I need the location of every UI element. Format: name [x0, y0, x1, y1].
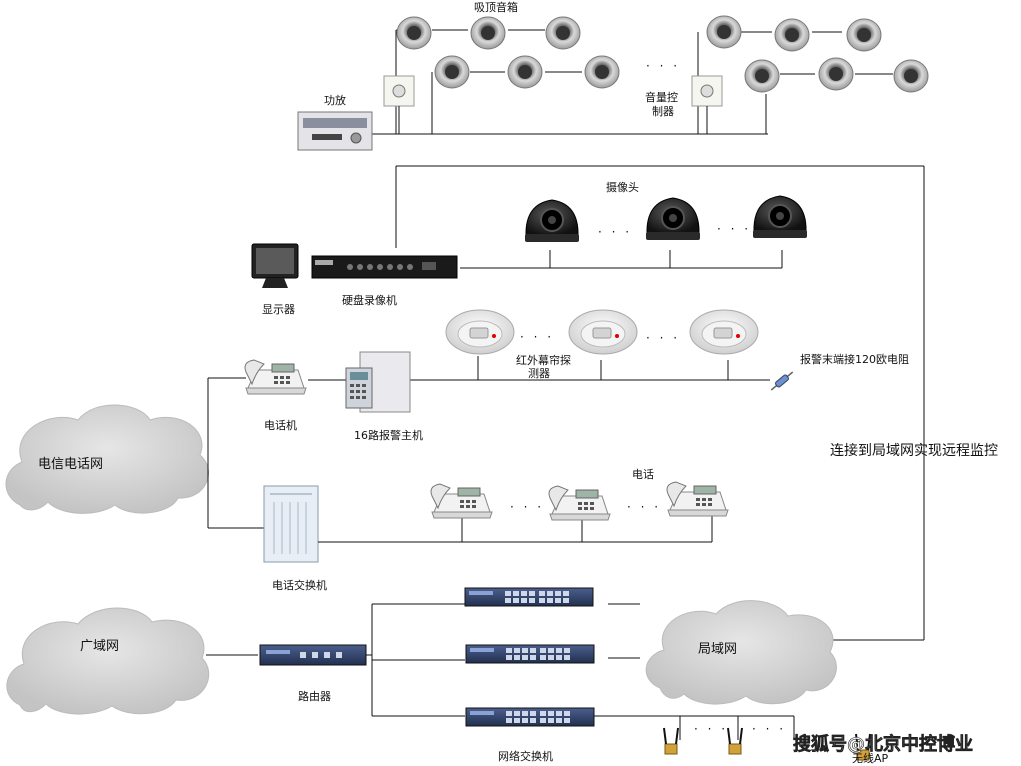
dome-camera [524, 199, 580, 243]
infrared-detector-label-2: 测器 [528, 367, 550, 380]
dome-camera [645, 197, 701, 241]
pstn-label: 电信电话网 [38, 457, 103, 472]
wan-cloud [6, 607, 210, 715]
ceiling-speaker [434, 55, 470, 89]
pbx [263, 485, 319, 563]
ceiling-speaker [584, 55, 620, 89]
ceiling-speaker [818, 57, 854, 91]
ellipsis: · · · [598, 225, 632, 239]
dome-camera [752, 195, 808, 239]
telephone-label: 电话机 [264, 418, 297, 432]
ceiling-speaker [706, 15, 742, 49]
dvr [311, 255, 458, 279]
infrared-detector [568, 309, 638, 355]
ellipsis: · · · [627, 500, 661, 514]
lan-cloud [645, 600, 837, 705]
pstn-cloud [5, 404, 209, 514]
end-resistor [770, 371, 794, 391]
telephone-section: 电信电话网 电话交换机 电话 · · · · · · [5, 377, 729, 592]
network-section: 广域网 局域网 路由器 网络交换机 无线AP · · · · · · [6, 587, 889, 765]
pa-section: 吸顶音箱 功放 音量控 制器 · · · [297, 0, 929, 151]
volume-control-label-2: 制器 [652, 105, 674, 118]
infrared-detector-label: 红外幕帘探 [516, 353, 571, 367]
volume-controller [383, 75, 415, 134]
camera-label: 摄像头 [606, 180, 639, 194]
amplifier [297, 111, 373, 151]
ellipsis: · · · [646, 59, 680, 73]
ellipsis: · · · [694, 722, 728, 736]
wan-label: 广域网 [80, 639, 119, 654]
ellipsis: · · · [646, 331, 680, 345]
volume-control-label: 音量控 [645, 90, 678, 104]
alarm-host-label: 16路报警主机 [354, 428, 423, 442]
ellipsis: · · · [510, 500, 544, 514]
network-switch [465, 644, 595, 664]
ceiling-speaker [846, 18, 882, 52]
extension-phone [548, 485, 611, 521]
ellipsis: · · · [717, 222, 751, 236]
end-resistor-label: 报警末端接120欧电阻 [800, 352, 909, 366]
network-switch-label: 网络交换机 [498, 749, 553, 763]
ceiling-speaker [744, 59, 780, 93]
ceiling-speakers-label: 吸顶音箱 [474, 0, 518, 14]
ellipsis: · · · [520, 330, 554, 344]
router [259, 644, 367, 666]
monitor-label: 显示器 [262, 303, 295, 316]
ceiling-speaker [774, 18, 810, 52]
infrared-detector [689, 309, 759, 355]
ceiling-speaker [470, 16, 506, 50]
ceiling-speaker [507, 55, 543, 89]
watermark: 搜狐号@北京中控博业 [793, 733, 973, 755]
amplifier-label: 功放 [324, 93, 346, 107]
ceiling-speaker [396, 16, 432, 50]
router-label: 路由器 [298, 689, 331, 703]
alarm-host [345, 351, 411, 413]
remote-monitoring-label: 连接到局域网实现远程监控 [830, 442, 998, 459]
alarm-telephone [244, 359, 307, 395]
network-switch [464, 587, 594, 607]
infrared-detector [445, 309, 515, 355]
ceiling-speaker [893, 59, 929, 93]
alarm-section: 红外幕帘探 测器 报警末端接120欧电阻 电话机 16路报警主机 · · · ·… [244, 309, 909, 442]
ellipsis: · · · [752, 722, 786, 736]
network-switch [465, 707, 595, 727]
lan-label: 局域网 [698, 642, 737, 657]
wireless-ap [663, 727, 679, 755]
extension-phone [666, 481, 729, 517]
dvr-label: 硬盘录像机 [342, 293, 397, 307]
monitor [251, 243, 299, 288]
volume-controller [691, 75, 723, 134]
extension-phone [430, 483, 493, 519]
phones-label: 电话 [632, 468, 654, 481]
ceiling-speaker [545, 16, 581, 50]
cctv-section: 摄像头 显示器 硬盘录像机 · · · · · · [251, 165, 925, 641]
wireless-ap-label: 无线AP [852, 751, 889, 765]
wireless-ap [727, 727, 743, 755]
pbx-label: 电话交换机 [272, 578, 327, 592]
